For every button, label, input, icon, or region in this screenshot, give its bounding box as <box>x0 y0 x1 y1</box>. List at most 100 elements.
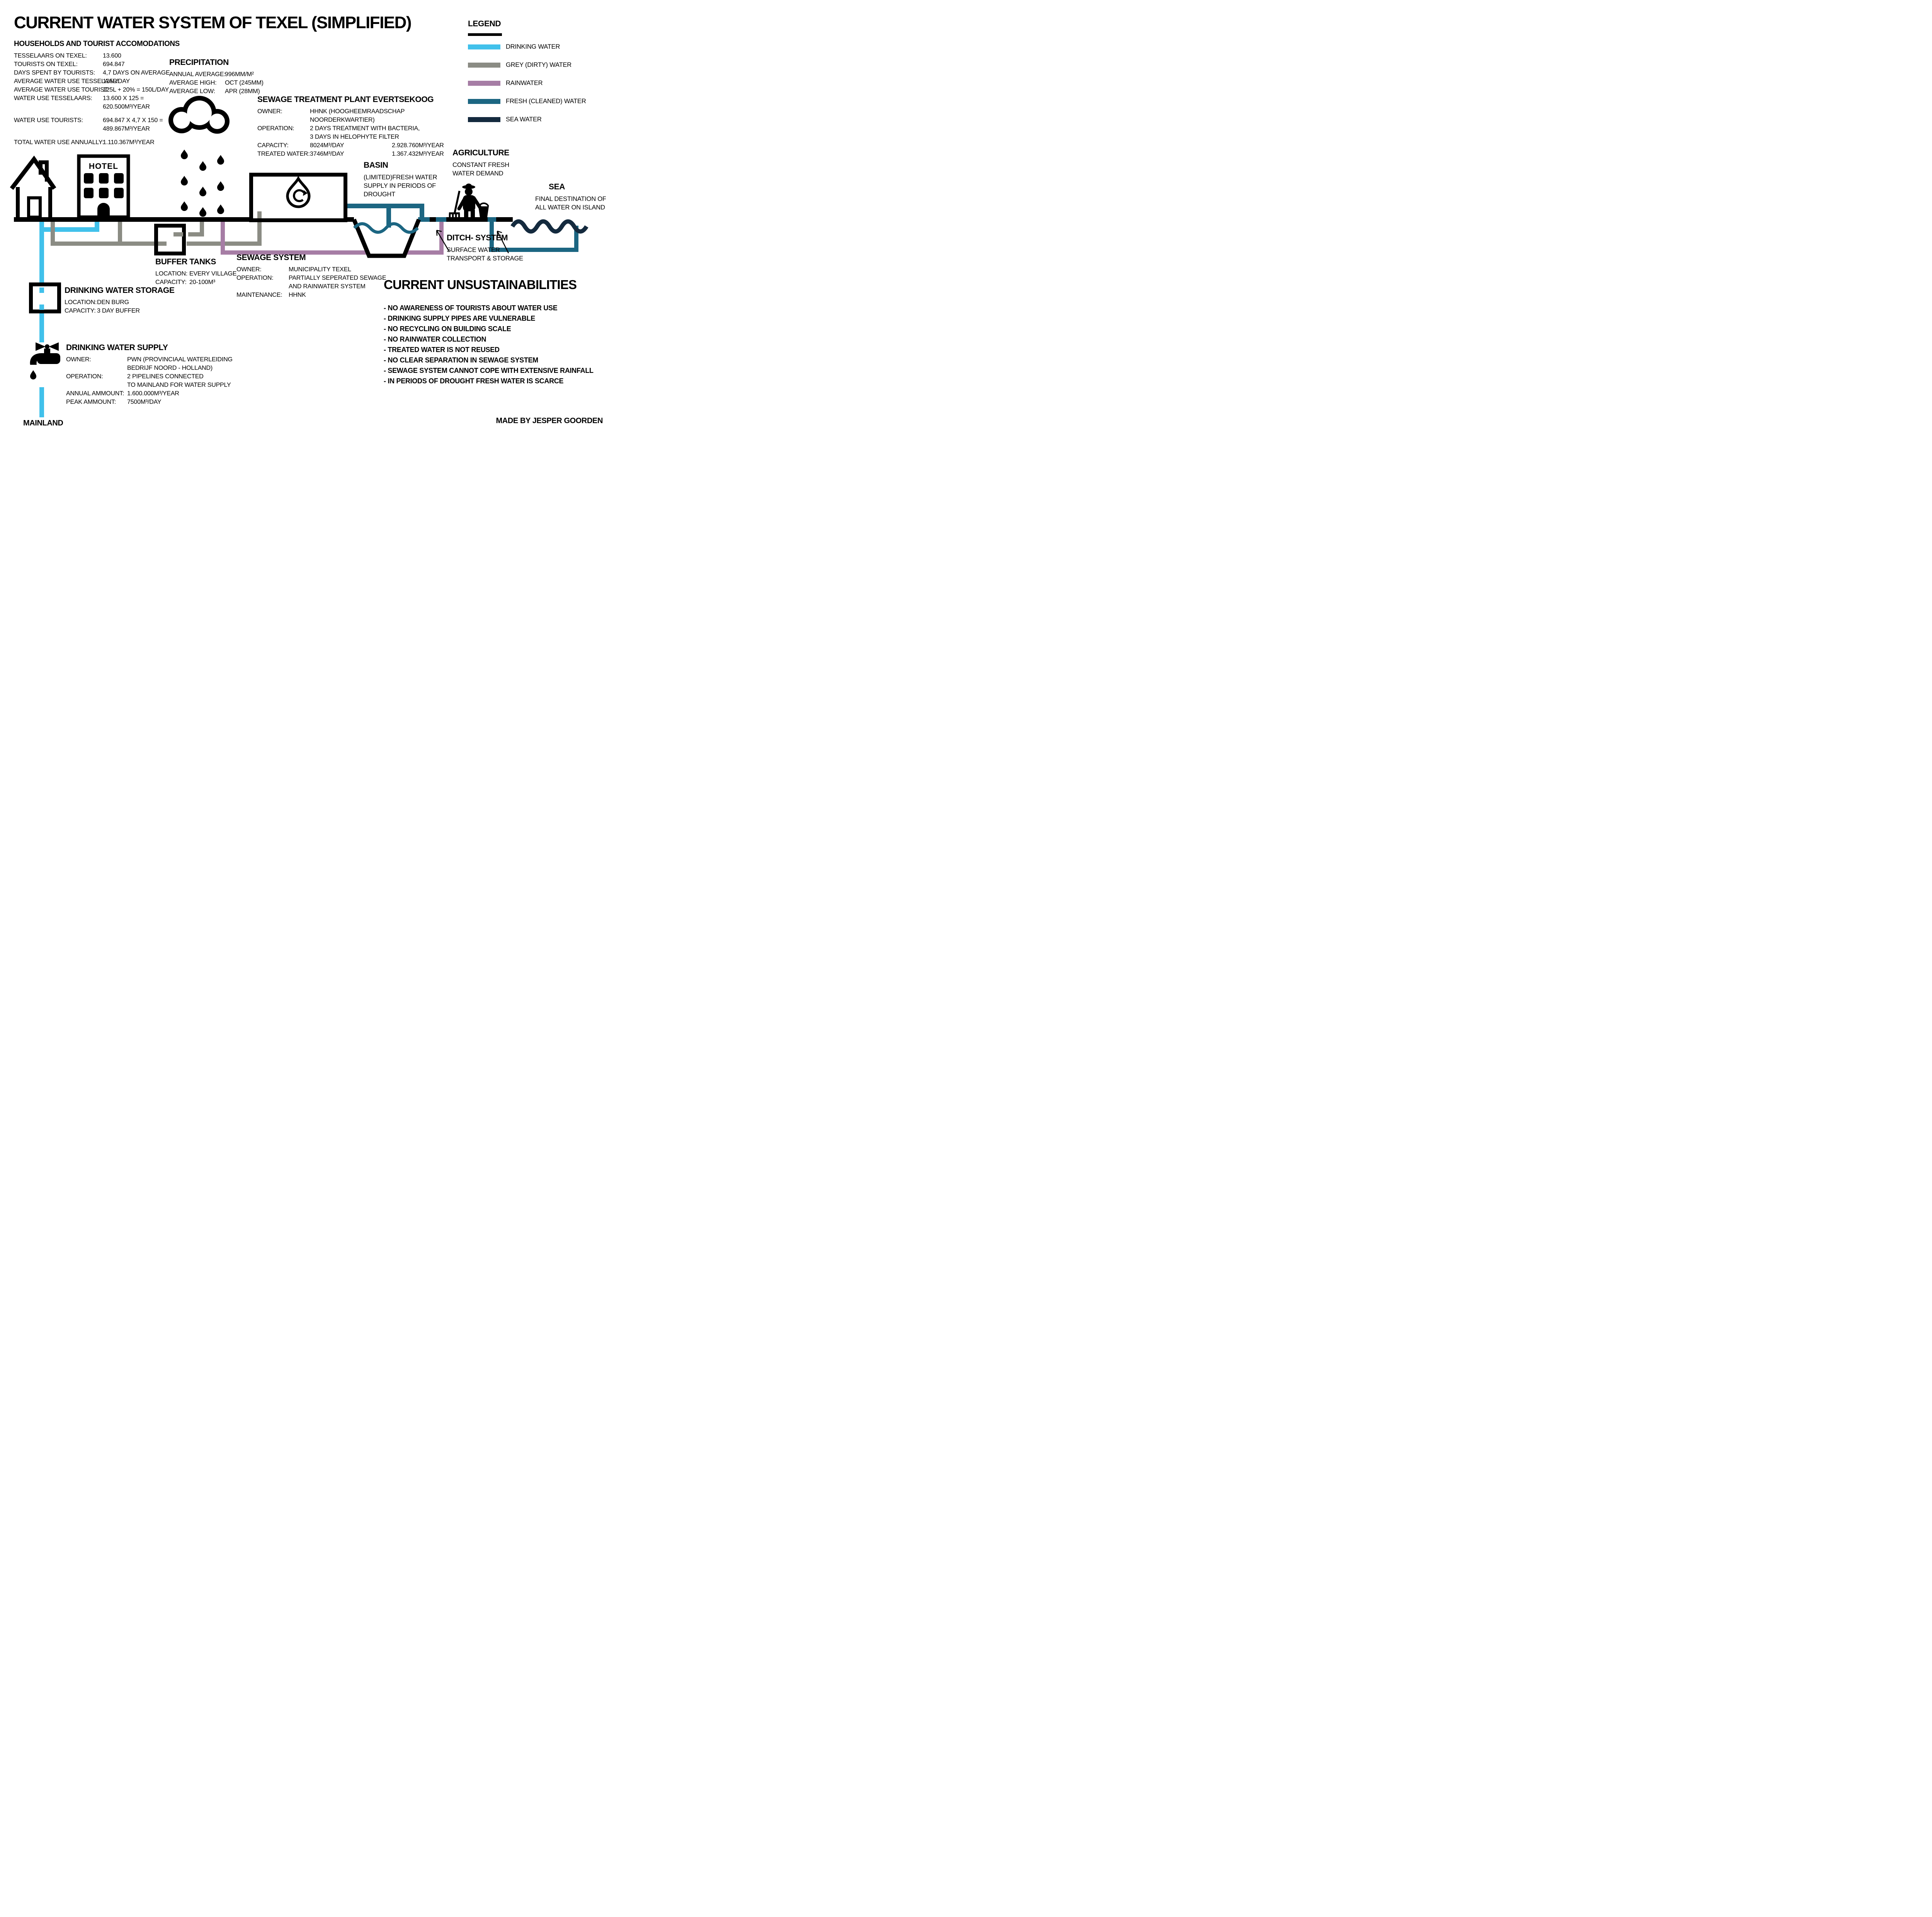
legend: DRINKING WATER GREY (DIRTY) WATER RAINWA… <box>468 38 586 129</box>
text-line: ALL WATER ON ISLAND <box>535 204 605 211</box>
unsustainability-item: - NO RECYCLING ON BUILDING SCALE <box>384 325 511 333</box>
buffer-tanks-table: LOCATION:EVERY VILLAGE CAPACITY:20-100M³ <box>155 270 236 287</box>
treatment-plant-table: OWNER:HHNK (HOOGHEEMRAADSCHAP NOORDERKWA… <box>257 107 444 158</box>
unsustainability-item: - NO RAINWATER COLLECTION <box>384 335 486 343</box>
stat-label: OPERATION: <box>66 373 103 380</box>
stat-label: OWNER: <box>257 108 282 115</box>
stat-label: WATER USE TESSELAARS: <box>14 95 92 102</box>
text-line: WATER DEMAND <box>452 170 503 177</box>
stat-label: AVERAGE WATER USE TESSELAAR: <box>14 78 119 85</box>
legend-item: RAINWATER <box>468 74 586 92</box>
legend-item: FRESH (CLEANED) WATER <box>468 92 586 111</box>
water-system-diagram: HOTEL <box>10 96 588 417</box>
tap-icon <box>30 342 60 379</box>
stat-value: 8024M³/DAY <box>310 142 344 149</box>
ditch-description: SURFACE WATER TRANSPORT & STORAGE <box>447 246 523 263</box>
stat-value: HHNK (HOOGHEEMRAADSCHAP <box>310 108 405 115</box>
legend-swatch-fresh-water <box>468 99 500 104</box>
stat-value: EVERY VILLAGE <box>189 270 237 277</box>
stat-value: TO MAINLAND FOR WATER SUPPLY <box>127 382 231 388</box>
agriculture-description: CONSTANT FRESH WATER DEMAND <box>452 161 509 178</box>
agriculture-title: AGRICULTURE <box>452 148 509 157</box>
unsustainability-item: - TREATED WATER IS NOT REUSED <box>384 346 500 354</box>
households-title: HOUSEHOLDS AND TOURIST ACCOMODATIONS <box>14 40 180 48</box>
stat-label: CAPACITY: <box>155 279 187 286</box>
stat-value: 2 PIPELINES CONNECTED <box>127 373 204 380</box>
stat-value2: 1.367.432M³/YEAR <box>392 151 444 157</box>
stat-label <box>236 282 289 291</box>
stat-label: ANNUAL AMMOUNT: <box>66 390 124 397</box>
page-title: CURRENT WATER SYSTEM OF TEXEL (SIMPLIFIE… <box>14 13 412 32</box>
house-icon <box>10 155 56 219</box>
plant-inlet-stub <box>257 211 262 218</box>
stat-label <box>14 125 103 133</box>
stat-value: 620.500M³/YEAR <box>103 104 150 110</box>
stat-value: PWN (PROVINCIAAL WATERLEIDING <box>127 356 233 363</box>
stat-label: AVERAGE HIGH: <box>169 80 217 86</box>
treatment-plant-icon <box>249 173 347 222</box>
stat-label: PEAK AMMOUNT: <box>66 399 116 405</box>
ditch-arrows <box>436 230 509 253</box>
stat-label <box>257 116 310 124</box>
text-line: TRANSPORT & STORAGE <box>447 255 523 262</box>
legend-label: DRINKING WATER <box>506 43 560 50</box>
unsustainability-item: - NO AWARENESS OF TOURISTS ABOUT WATER U… <box>384 304 558 312</box>
stat-value: BEDRIJF NOORD - HOLLAND) <box>127 365 213 371</box>
stat-value: 13.600 X 125 = <box>103 95 144 102</box>
stat-value2: 2.928.760M³/YEAR <box>392 142 444 149</box>
stat-value: 125L + 20% = 150L/DAY <box>103 87 169 93</box>
legend-item: DRINKING WATER <box>468 38 586 56</box>
stat-value: 1.600.000M³/YEAR <box>127 390 179 397</box>
stat-label: TESSELAARS ON TEXEL: <box>14 53 87 59</box>
stat-label: LOCATION: <box>155 270 188 277</box>
stat-value: OCT (245MM) <box>225 80 264 86</box>
stat-label: CAPACITY: <box>65 308 96 314</box>
stat-value: 125L/DAY <box>103 78 130 85</box>
hotel-icon: HOTEL <box>77 154 130 219</box>
stat-value: 4,7 DAYS ON AVERAGE <box>103 70 170 76</box>
credit: MADE BY JESPER GOORDEN <box>496 417 603 425</box>
water-drop-icon <box>30 370 36 379</box>
stat-label: OPERATION: <box>236 275 274 281</box>
basin-feed-pipe <box>386 206 391 228</box>
dw-supply-title: DRINKING WATER SUPPLY <box>66 343 168 352</box>
stat-value: 489.867M³/YEAR <box>103 126 150 132</box>
sea-description: FINAL DESTINATION OF ALL WATER ON ISLAND <box>535 195 606 212</box>
legend-label: FRESH (CLEANED) WATER <box>506 98 586 105</box>
stat-label: OWNER: <box>66 356 91 363</box>
basin-water-wave <box>353 222 419 234</box>
hotel-door <box>97 203 110 218</box>
legend-item: GREY (DIRTY) WATER <box>468 56 586 74</box>
unsustainabilities-list: - NO AWARENESS OF TOURISTS ABOUT WATER U… <box>384 303 594 386</box>
treatment-plant-title: SEWAGE TREATMENT PLANT EVERTSEKOOG <box>257 95 434 104</box>
households-table: TESSELAARS ON TEXEL:13.600 TOURISTS ON T… <box>14 52 170 147</box>
legend-swatch-sea-water <box>468 117 500 122</box>
dw-supply-table: OWNER: PWN (PROVINCIAAL WATERLEIDING BEDR… <box>66 356 233 407</box>
stat-value: PARTIALLY SEPERATED SEWAGE <box>289 275 386 281</box>
mainland-label: MAINLAND <box>23 419 63 427</box>
basin-icon <box>352 206 421 258</box>
rain-cloud-icon <box>168 96 230 217</box>
dw-storage-title: DRINKING WATER STORAGE <box>65 286 175 295</box>
dw-storage-table: LOCATION:DEN BURG CAPACITY:3 DAY BUFFER <box>65 298 140 315</box>
legend-label: SEA WATER <box>506 116 542 123</box>
stat-value: 694.847 X 4,7 X 150 = <box>103 117 163 124</box>
unsustainability-item: - SEWAGE SYSTEM CANNOT COPE WITH EXTENSI… <box>384 367 594 374</box>
stat-label: WATER USE TOURISTS: <box>14 117 83 124</box>
stat-label: ANNUAL AVERAGE: <box>169 71 226 78</box>
unsustainability-item: - DRINKING SUPPLY PIPES ARE VULNERABLE <box>384 315 536 322</box>
stat-label <box>14 103 103 111</box>
unsustainability-item: - IN PERIODS OF DROUGHT FRESH WATER IS S… <box>384 377 564 385</box>
sewage-system-title: SEWAGE SYSTEM <box>236 253 306 262</box>
text-line: (LIMITED)FRESH WATER <box>364 174 437 181</box>
stat-value: 3 DAYS IN HELOPHYTE FILTER <box>310 134 399 140</box>
legend-label: RAINWATER <box>506 80 543 87</box>
stat-value: MUNICIPALITY TEXEL <box>289 266 351 273</box>
infographic-canvas: HOTEL <box>0 0 606 429</box>
stat-label: AVERAGE LOW: <box>169 88 215 95</box>
stat-value: APR (28MM) <box>225 88 260 95</box>
sewage-system-table: OWNER:MUNICIPALITY TEXEL OPERATION:PARTI… <box>236 265 386 299</box>
sea-title: SEA <box>549 182 565 191</box>
text-line: SURFACE WATER <box>447 247 500 253</box>
legend-swatch-rainwater <box>468 81 500 86</box>
